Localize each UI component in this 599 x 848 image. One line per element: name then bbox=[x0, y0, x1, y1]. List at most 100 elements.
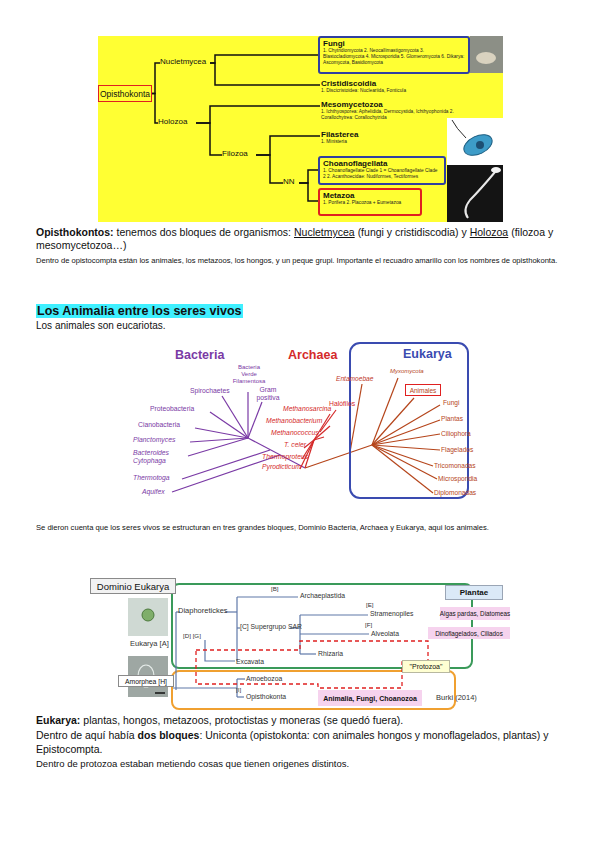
figure-label: [B] bbox=[271, 585, 279, 592]
node-heading: Amorphea [H] bbox=[125, 678, 167, 685]
sperm-shape bbox=[465, 172, 495, 218]
paragraph: Opisthokontos:tenemos dos bloques de org… bbox=[36, 226, 568, 252]
node-heading: Animales bbox=[410, 387, 437, 394]
domain-title: Bacteria bbox=[175, 348, 224, 362]
clade-label: Holozoa bbox=[158, 117, 196, 129]
taxon-box: Choanoflagellata1. Choanoflagellate Clad… bbox=[318, 156, 446, 185]
taxon-label: Bacteroides Cytophaga bbox=[133, 449, 179, 465]
figure-label: Opisthokonta bbox=[246, 693, 286, 700]
fungus-photo bbox=[470, 36, 503, 73]
tree-branch bbox=[152, 63, 160, 94]
clade-label: Filozoa bbox=[222, 149, 256, 161]
node-body: 1. Ichthyosporea: Aphelidida, Dermocysti… bbox=[321, 109, 469, 121]
node-body: 1. Choanoflagellate Clade 1 = Choanoflag… bbox=[323, 168, 441, 180]
taxon-label: Methanococcus bbox=[271, 429, 319, 436]
taxon-label: Tricomonadas bbox=[434, 462, 476, 469]
taxon-label: Methanosarcina bbox=[283, 405, 331, 412]
node-heading: Nucletmycea bbox=[160, 57, 210, 66]
taxon-label: Diplomonadas bbox=[434, 489, 476, 496]
node-heading: Filozoa bbox=[222, 149, 256, 158]
diaphoretickes-outline bbox=[172, 584, 472, 668]
node-body: 1. Discicristoidea: Nucleariida, Fonticu… bbox=[321, 88, 469, 94]
taxon-label: Pyrodicticum bbox=[262, 463, 301, 470]
domain-title: Archaea bbox=[288, 348, 337, 362]
highlight-box: Animales bbox=[405, 384, 441, 396]
group-tag: Dinoflagelados, Ciliados bbox=[428, 627, 510, 639]
figure-label: [F] bbox=[365, 621, 372, 628]
node-heading: Plantae bbox=[460, 588, 488, 597]
clade-label: Nucletmycea bbox=[160, 57, 210, 69]
taxon-label: Flagelados bbox=[441, 446, 473, 453]
node-heading: Metazoa bbox=[323, 191, 417, 200]
tree-branch bbox=[196, 123, 222, 155]
taxon-label: Proteobacteria bbox=[150, 405, 194, 412]
scale-bar bbox=[155, 692, 165, 694]
sperm-photo bbox=[447, 165, 503, 222]
paragraph-text: Dentro de aquí había bbox=[36, 729, 135, 741]
node-body: 1. Chytridiomycota 2. Neocallimastigomyc… bbox=[323, 48, 465, 65]
taxon-box: Fungi1. Chytridiomycota 2. Neocallimasti… bbox=[318, 36, 470, 74]
group-tag: Animalia, Fungi, Choanozoa bbox=[318, 690, 422, 706]
paragraph-text: Dentro de protozoa estaban metiendo cosa… bbox=[36, 758, 349, 769]
paragraph-text: (fungi y cristidiscodia) y bbox=[358, 226, 467, 238]
node-heading: Cristidiscoidia bbox=[321, 79, 469, 88]
node-heading: Animalia, Fungi, Choanozoa bbox=[323, 695, 417, 702]
taxon-label: Aquifex bbox=[142, 488, 165, 495]
taxon-label: Plantas bbox=[441, 415, 463, 422]
tree-branch bbox=[196, 106, 320, 123]
taxon-label: Entamoebae bbox=[336, 375, 373, 382]
node-heading: NN bbox=[283, 177, 299, 186]
group-tag: Amorphea [H] bbox=[118, 675, 174, 687]
paragraph-text: Eukarya: bbox=[36, 714, 80, 726]
taxon-entry: Cristidiscoidia1. Discicristoidea: Nucle… bbox=[320, 79, 470, 97]
sperm-head bbox=[491, 167, 501, 173]
choanoflagellate-cell bbox=[461, 131, 496, 160]
micro-cell bbox=[142, 609, 154, 621]
clade-box: Opisthokonta bbox=[98, 85, 152, 102]
paragraph: Los animales son eucariotas. bbox=[36, 320, 536, 332]
node-heading: Filasterea bbox=[321, 130, 439, 139]
domain-tag: Dominio Eukarya bbox=[90, 578, 176, 594]
figure-label: Alveolata bbox=[371, 630, 399, 637]
choanoflagellate-icon-bg bbox=[447, 118, 503, 165]
node-heading: Dominio Eukarya bbox=[97, 581, 169, 592]
node-body: 1. Porifera 2. Placozoa + Eumetazoa bbox=[323, 200, 417, 206]
node-heading: Algas pardas, Diatomeas bbox=[440, 610, 510, 617]
tree-branch bbox=[210, 55, 318, 63]
node-heading: "Protozoa" bbox=[410, 663, 443, 670]
flagellum bbox=[452, 120, 466, 138]
paragraph-text: Se dieron cuenta que los seres vivos se … bbox=[36, 523, 489, 532]
taxon-label: Thermotoga bbox=[133, 474, 170, 481]
eukarya-tree-lines bbox=[173, 597, 369, 697]
paragraph: Se dieron cuenta que los seres vivos se … bbox=[36, 522, 576, 533]
node-heading: Choanoflagellata bbox=[323, 159, 441, 168]
node-heading: Eukarya bbox=[403, 347, 467, 361]
figure-label: Stramenopiles bbox=[370, 610, 413, 617]
taxon-label: Myxomycota bbox=[390, 368, 424, 374]
paragraph: Eukarya:plantas, hongos, metazoos, proto… bbox=[36, 713, 568, 727]
section-heading: Los Animalia entre los seres vivos bbox=[36, 304, 243, 318]
taxon-entry: Filasterea1. Ministeria bbox=[320, 130, 440, 150]
tree-branch bbox=[299, 183, 318, 201]
taxon-entry: Mesomycetozoa1. Ichthyosporea: Aphelidid… bbox=[320, 100, 470, 126]
node-body: 1. Ministeria bbox=[321, 139, 439, 145]
figure-label: Excavata bbox=[236, 658, 264, 665]
micro-photo bbox=[128, 598, 168, 636]
node-heading: Fungi bbox=[323, 39, 465, 48]
protozoa-dashed-outline bbox=[196, 641, 428, 688]
node-heading: Mesomycetozoa bbox=[321, 100, 469, 109]
taxon-label: Planctomyces bbox=[133, 436, 175, 443]
taxon-label: Bacteria Verde Filamentosa bbox=[232, 364, 266, 385]
taxon-label: Thermoproteus bbox=[262, 453, 308, 460]
node-heading: Holozoa bbox=[158, 117, 196, 126]
taxon-label: Gram positiva bbox=[252, 386, 284, 401]
taxon-label: Methanobacterium bbox=[266, 417, 322, 424]
group-tag: Algas pardas, Diatomeas bbox=[440, 607, 510, 620]
node-heading: Opisthokonta bbox=[100, 89, 150, 99]
figure-label: Eukarya [A] bbox=[130, 639, 169, 648]
taxon-box: Metazoa1. Porifera 2. Placozoa + Eumetaz… bbox=[318, 188, 422, 216]
paragraph-text: Nucletmycea bbox=[294, 226, 355, 238]
cell-nucleus bbox=[476, 141, 484, 149]
paragraph: Dentro de protozoa estaban metiendo cosa… bbox=[36, 757, 568, 770]
taxon-label: Spirochaetes bbox=[190, 387, 230, 394]
